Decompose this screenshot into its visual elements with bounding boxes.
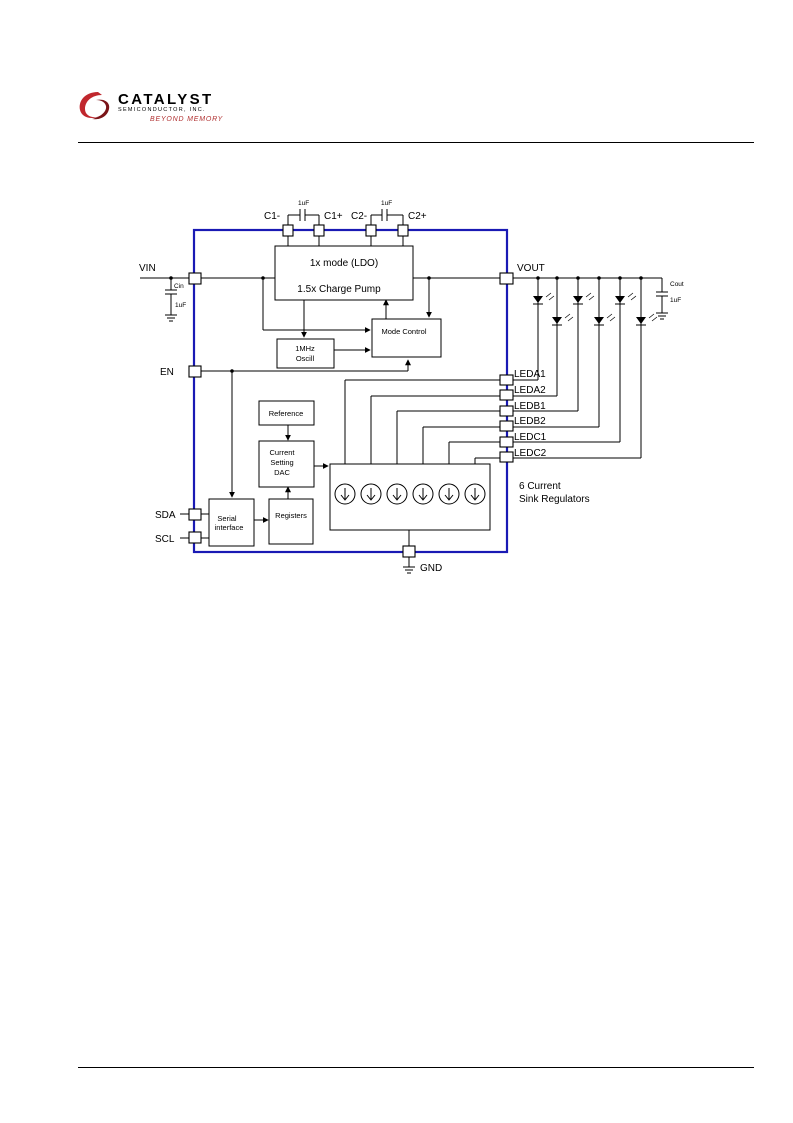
header-rule [78,142,754,143]
sink-label-1: 6 Current [519,481,561,492]
current-sink-icon [386,483,408,505]
dac-label-3: DAC [274,468,290,477]
pin-gnd: GND [420,563,442,574]
pin-vout: VOUT [517,263,545,274]
logo-subtitle: SEMICONDUCTOR, INC. [118,107,206,113]
current-sink-icon [334,483,356,505]
pin-c2-plus: C2+ [408,211,427,222]
current-sink-icon [360,483,382,505]
cin-value: 1uF [175,302,186,309]
pin-pads [188,224,514,558]
led-icon-a1 [533,292,555,305]
registers-block [268,498,314,545]
pin-scl: SCL [155,534,175,545]
cap2-value: 1uF [381,200,392,207]
pin-ledc1: LEDC1 [514,432,547,443]
logo-wordmark: CATALYST [118,91,214,108]
catalyst-logo: CATALYST SEMICONDUCTOR, INC. BEYOND MEMO… [76,84,246,128]
cout-label: Cout [670,281,684,288]
serial-label-1: Serial [217,514,237,523]
pin-en: EN [160,367,174,378]
ldo-charge-pump-block [274,245,414,301]
dac-label-2: Setting [270,458,293,467]
charge-pump-label: 1.5x Charge Pump [297,284,381,295]
current-sink-icon [464,483,486,505]
cin-label: Cin [174,283,184,290]
pin-vin: VIN [139,263,156,274]
oscillator-block [276,338,335,369]
dac-label-1: Current [269,448,295,457]
oscillator-label-1: 1MHz [295,344,315,353]
logo-swoosh-icon [79,92,110,120]
pin-leda2: LEDA2 [514,385,546,396]
pin-c1-plus: C1+ [324,211,343,222]
pin-ledb1: LEDB1 [514,401,546,412]
current-sink-icon [438,483,460,505]
oscillator-label-2: Oscill [296,354,315,363]
pin-c1-minus: C1- [264,211,280,222]
sink-label-2: Sink Regulators [519,494,590,505]
reference-label: Reference [269,409,304,418]
pin-leda1: LEDA1 [514,369,546,380]
ldo-mode-label: 1x mode (LDO) [310,258,378,269]
footer-rule [78,1067,754,1068]
current-sink-icon [412,483,434,505]
pin-c2-minus: C2- [351,211,367,222]
reference-block [258,400,315,426]
logo-tagline: BEYOND MEMORY [150,116,224,123]
led-icon-a2 [552,313,574,326]
cout-value: 1uF [670,297,681,304]
serial-interface-block [208,498,255,547]
led-icon-b1 [573,292,595,305]
led-icon-b2 [594,313,616,326]
sink-array-block [329,463,491,531]
pin-sda: SDA [155,510,176,521]
mode-control-label: Mode Control [381,327,426,336]
led-diodes [533,292,658,326]
current-sinks [334,483,486,505]
registers-label: Registers [275,511,307,520]
serial-label-2: interface [215,523,244,532]
dac-block [258,440,315,488]
led-icon-c1 [615,292,637,305]
pin-ledc2: LEDC2 [514,448,547,459]
mode-control-block [371,318,442,358]
pin-ledb2: LEDB2 [514,416,546,427]
cap1-value: 1uF [298,200,309,207]
led-icon-c2 [636,313,658,326]
